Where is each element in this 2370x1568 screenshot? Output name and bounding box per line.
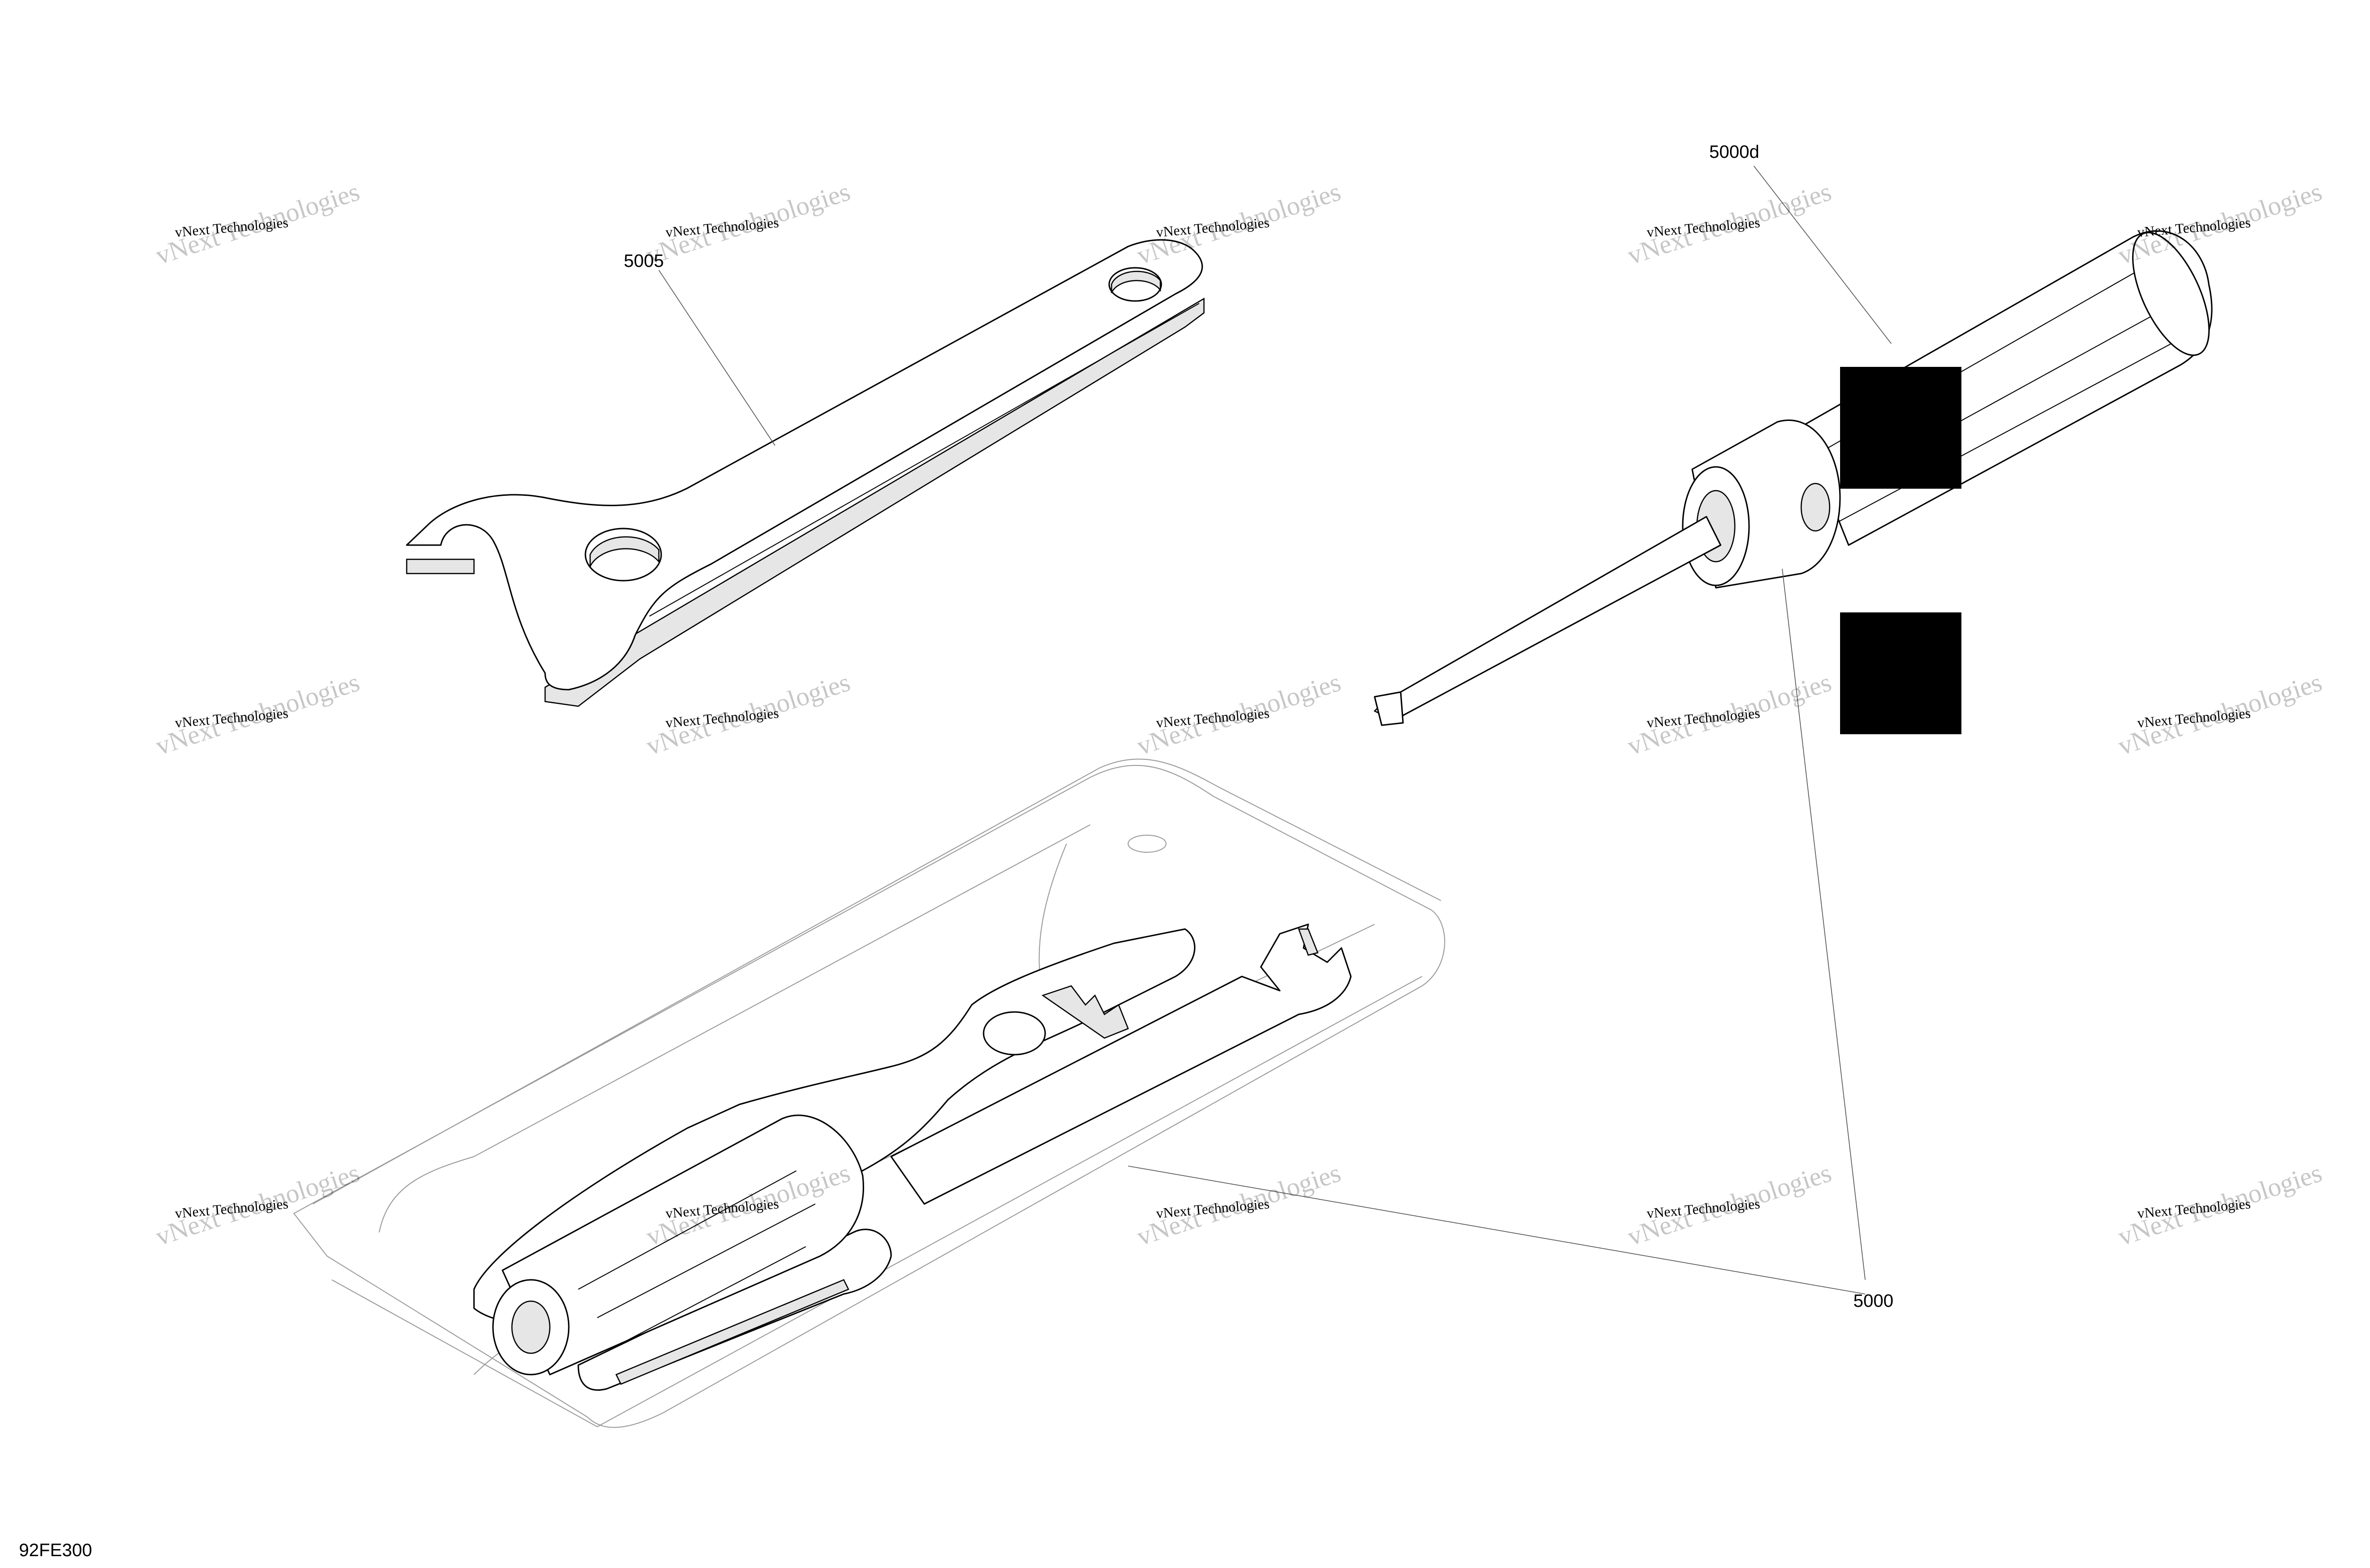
watermark: vNext Technologies vNext Technologies bbox=[1624, 177, 1835, 270]
watermark: vNext Technologies vNext Technologies bbox=[643, 177, 854, 270]
watermark: vNext Technologies vNext Technologies bbox=[152, 177, 363, 270]
redaction-box-lower bbox=[1840, 612, 1961, 734]
figure-id: 92FE300 bbox=[19, 1541, 92, 1560]
tool-kit-pouch bbox=[293, 568, 1866, 1428]
spanner-wrench bbox=[406, 239, 1205, 707]
callout-5000d: 5000d bbox=[1709, 142, 1759, 162]
watermark: vNext Technologies vNext Technologies bbox=[152, 1158, 363, 1251]
watermark: vNext Technologies vNext Technologies bbox=[1133, 667, 1344, 761]
watermark: vNext Technologies vNext Technologies bbox=[2115, 1158, 2325, 1251]
watermark: vNext Technologies vNext Technologies bbox=[643, 667, 854, 761]
watermark: vNext Technologies vNext Technologies bbox=[2115, 667, 2325, 761]
watermark: vNext Technologies vNext Technologies bbox=[1624, 1158, 1835, 1251]
watermark: vNext Technologies vNext Technologies bbox=[2115, 177, 2325, 270]
watermark: vNext Technologies vNext Technologies bbox=[1133, 177, 1344, 270]
watermark: vNext Technologies vNext Technologies bbox=[152, 667, 363, 761]
screwdriver bbox=[1373, 165, 2213, 726]
callout-5000: 5000 bbox=[1853, 1291, 1894, 1311]
redaction-box-upper bbox=[1840, 367, 1961, 489]
callout-5005: 5005 bbox=[624, 251, 664, 271]
